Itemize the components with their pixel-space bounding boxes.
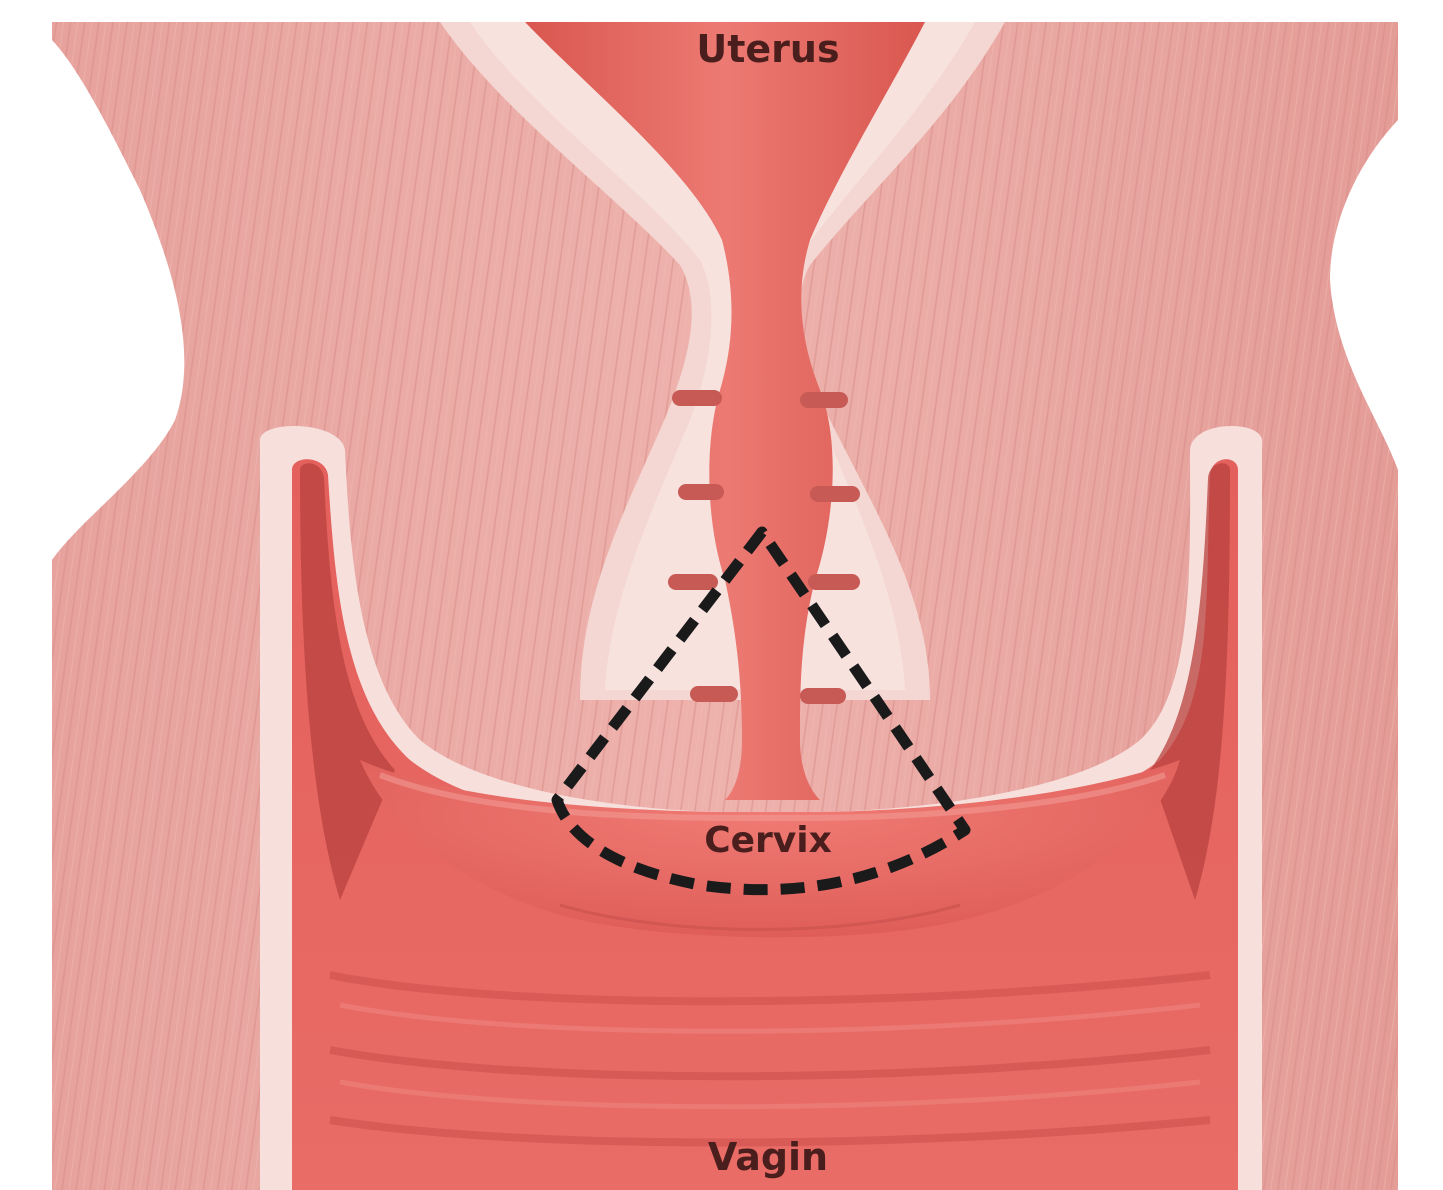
uterus-label: Uterus — [696, 27, 839, 71]
cervix-label: Cervix — [704, 820, 832, 861]
vagina-label: Vagin — [708, 1135, 828, 1179]
